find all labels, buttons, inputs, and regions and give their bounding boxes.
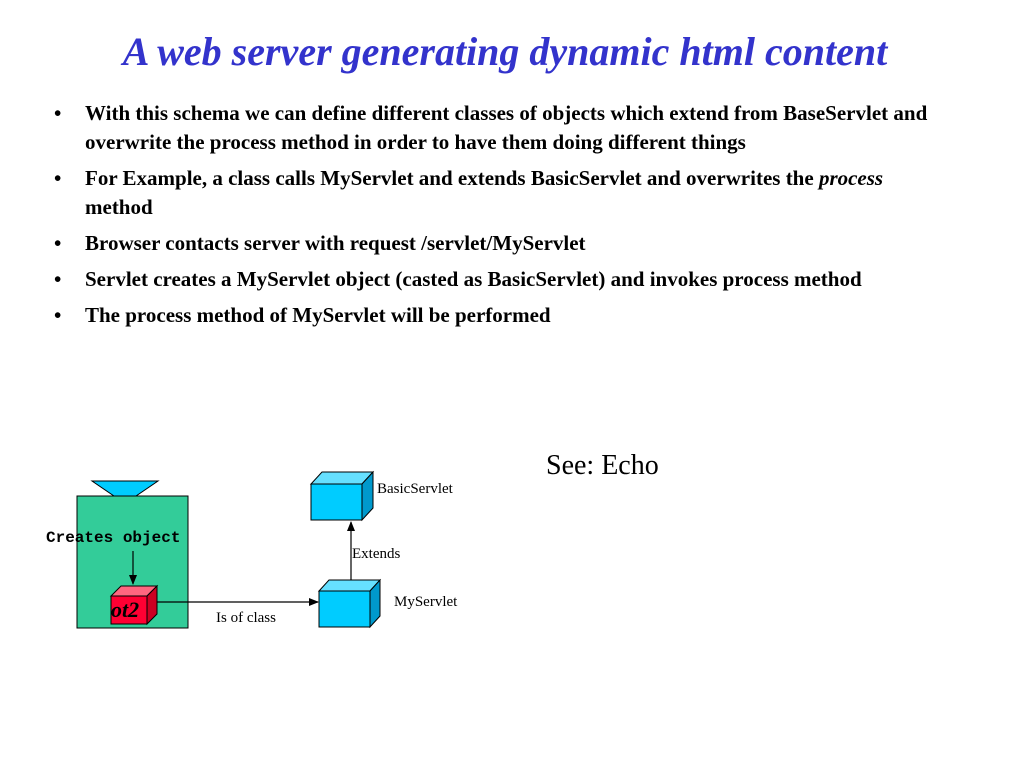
bullet-emphasis: process	[818, 166, 884, 190]
slide-title: A web server generating dynamic html con…	[122, 29, 888, 74]
bullet-list: • With this schema we can define differe…	[52, 99, 952, 337]
is-of-class-label: Is of class	[216, 610, 276, 626]
server-cap-icon	[90, 480, 160, 497]
see-also-note: See: Echo	[546, 450, 659, 481]
bullet-text: Browser contacts server with request /se…	[85, 231, 586, 255]
bullet-icon: •	[54, 231, 62, 255]
bullet-item: • Browser contacts server with request /…	[52, 229, 952, 258]
bullet-text: The process method of MyServlet will be …	[85, 303, 551, 327]
basicservlet-cube-icon	[309, 470, 375, 522]
object-cube-icon	[109, 584, 159, 626]
myservlet-label: MyServlet	[394, 594, 458, 610]
bullet-text: method	[85, 195, 153, 219]
extends-label: Extends	[352, 546, 400, 562]
bullet-text: For Example, a class calls MyServlet and…	[85, 166, 819, 190]
bullet-icon: •	[54, 303, 62, 327]
bullet-text: With this schema we can define different…	[85, 101, 928, 154]
myservlet-cube-icon	[317, 578, 382, 629]
bullet-icon: •	[54, 101, 62, 125]
bullet-item: • Servlet creates a MyServlet object (ca…	[52, 265, 952, 294]
bullet-icon: •	[54, 166, 62, 190]
bullet-item: • For Example, a class calls MyServlet a…	[52, 164, 952, 222]
bullet-text: Servlet creates a MyServlet object (cast…	[85, 267, 862, 291]
bullet-item: • With this schema we can define differe…	[52, 99, 952, 157]
object-label: ot2	[111, 597, 139, 622]
creates-object-label: Creates object	[46, 529, 180, 547]
bullet-icon: •	[54, 267, 62, 291]
basicservlet-label: BasicServlet	[377, 481, 454, 497]
bullet-item: • The process method of MyServlet will b…	[52, 301, 952, 330]
